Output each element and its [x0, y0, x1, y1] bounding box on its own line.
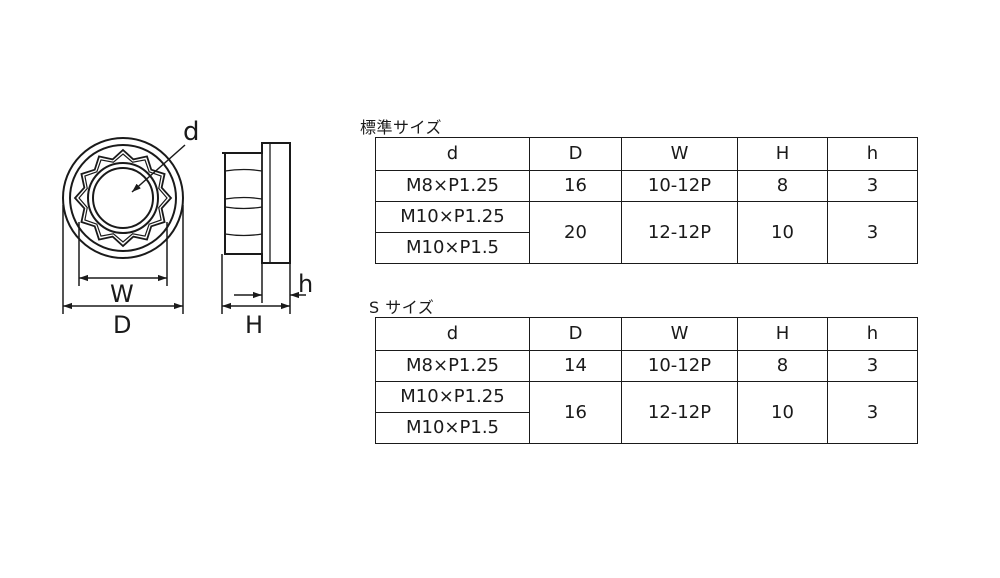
cell-h: 3: [827, 350, 918, 382]
table-row: M8×P1.25 14 10-12P 8 3: [375, 350, 918, 382]
header-outer-d: D: [529, 137, 622, 171]
header-h: h: [827, 317, 918, 351]
cell-outer-d: 16: [529, 381, 622, 444]
table-row: M10×P1.25 16 12-12P 10 3: [375, 381, 918, 444]
table-header-row: d D W H h: [375, 137, 918, 171]
cell-height: 8: [737, 170, 828, 202]
cell-h: 3: [827, 170, 918, 202]
table-row: M10×P1.5: [375, 412, 918, 444]
cell-outer-d: 14: [529, 350, 622, 382]
cell-w: 12-12P: [621, 201, 738, 264]
table-header-row: d D W H h: [375, 317, 918, 351]
table-row: M8×P1.25 16 10-12P 8 3: [375, 170, 918, 202]
table-standard-size: d D W H h M8×P1.25 16 10-12P 8 3 M10×P1.…: [375, 137, 918, 264]
cell-d: M10×P1.25: [375, 381, 530, 413]
header-outer-d: D: [529, 317, 622, 351]
d-leader: [131, 144, 186, 193]
table-standard-caption: 標準サイズ: [360, 118, 443, 137]
label-h: h: [298, 270, 313, 298]
header-w: W: [621, 317, 738, 351]
header-h: h: [827, 137, 918, 171]
side-flank-2: [224, 196, 263, 200]
cell-height: 10: [737, 381, 828, 444]
w-dimension: [78, 222, 168, 286]
header-height: H: [737, 317, 828, 351]
h-small-dimension: [234, 263, 306, 303]
flange-outer-circle: [62, 137, 184, 259]
cell-d: M10×P1.5: [375, 232, 530, 264]
thread-circle-outer: [87, 162, 159, 234]
header-d: d: [375, 317, 530, 351]
side-flank-1: [224, 168, 263, 172]
cell-d: M10×P1.25: [375, 201, 530, 233]
side-flank-4: [224, 233, 263, 237]
cell-d: M10×P1.5: [375, 412, 530, 444]
cell-h: 3: [827, 381, 918, 444]
cell-outer-d: 16: [529, 170, 622, 202]
table-s-size: d D W H h M8×P1.25 14 10-12P 8 3 M10×P1.…: [375, 317, 918, 444]
d-outer-dimension: [62, 205, 184, 314]
twelve-point-profile-outer: [73, 148, 173, 248]
h-height-dimension: [221, 254, 291, 314]
cell-w: 10-12P: [621, 350, 738, 382]
cell-d: M8×P1.25: [375, 350, 530, 382]
cell-h: 3: [827, 201, 918, 264]
label-outer-d: D: [113, 311, 131, 339]
header-w: W: [621, 137, 738, 171]
header-d: d: [375, 137, 530, 171]
cell-w: 12-12P: [621, 381, 738, 444]
cell-outer-d: 20: [529, 201, 622, 264]
side-body-outline: [224, 142, 291, 264]
front-view: [62, 137, 184, 259]
table-row: M10×P1.5: [375, 232, 918, 264]
label-height-h: H: [245, 311, 263, 339]
cell-w: 10-12P: [621, 170, 738, 202]
side-flank-3: [224, 206, 263, 210]
twelve-point-profile-inner: [78, 153, 168, 243]
label-d: d: [183, 117, 200, 147]
cell-height: 10: [737, 201, 828, 264]
flange-inner-circle: [69, 144, 177, 252]
table-row: M10×P1.25 20 12-12P 10 3: [375, 201, 918, 264]
table-s-caption: S サイズ: [369, 298, 435, 317]
header-height: H: [737, 137, 828, 171]
cell-height: 8: [737, 350, 828, 382]
label-w: W: [110, 280, 134, 308]
side-view: [222, 142, 291, 264]
thread-circle-inner: [92, 167, 154, 229]
cell-d: M8×P1.25: [375, 170, 530, 202]
